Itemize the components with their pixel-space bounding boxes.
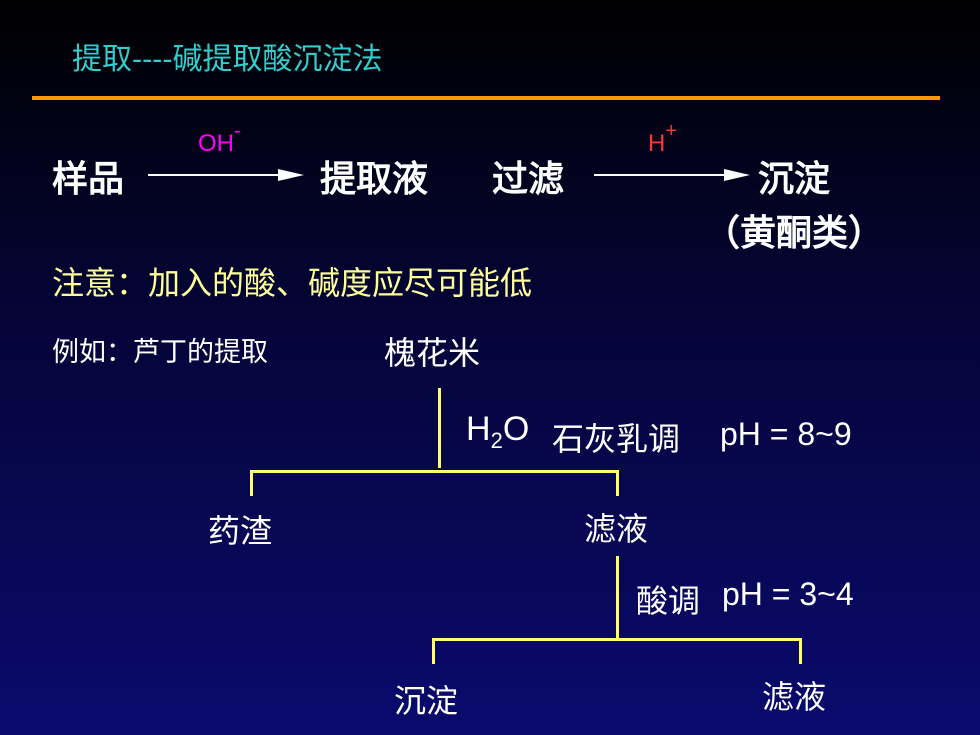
h-superscript: +	[665, 120, 678, 142]
tree-line-v6	[799, 638, 802, 664]
slide-title: 提取----碱提取酸沉淀法	[72, 42, 383, 77]
tree-line-v3	[616, 470, 619, 496]
flow-extract: 提取液	[320, 158, 429, 200]
h-text: H	[648, 130, 666, 157]
note-text: 注意：加入的酸、碱度应尽可能低	[52, 264, 533, 302]
filtrate2-label: 滤液	[762, 678, 827, 716]
step2-ph: pH = 3~4	[722, 576, 854, 612]
tree-line-v5	[432, 638, 435, 664]
flow-sample: 样品	[52, 158, 125, 200]
example-source: 槐花米	[384, 334, 481, 372]
step1-ph: pH = 8~9	[720, 416, 852, 452]
arrow-2	[594, 169, 750, 181]
tree-line-v2	[250, 470, 253, 496]
tree-line-h1	[250, 470, 619, 473]
flow-reagent-oh: OH-	[198, 120, 241, 158]
tree-line-v1	[438, 388, 441, 468]
example-label: 例如：芦丁的提取	[52, 337, 268, 368]
title-divider	[32, 96, 940, 100]
step2-reagent: 酸调	[636, 582, 701, 620]
tree-line-h2	[432, 638, 802, 641]
water-subscript: 2	[490, 428, 503, 453]
precipitate-label: 沉淀	[394, 682, 459, 720]
residue-label: 药渣	[208, 512, 273, 550]
arrow-1	[148, 169, 304, 181]
flow-reagent-h: H+	[648, 120, 677, 158]
tree-line-v4	[616, 556, 619, 638]
step1-reagent: 石灰乳调	[552, 420, 681, 458]
flow-precipitate: 沉淀	[758, 158, 831, 200]
filtrate1-label: 滤液	[584, 510, 649, 548]
step1-water: H2O	[466, 410, 530, 453]
flow-precipitate-note: （黄酮类）	[704, 212, 885, 254]
flow-filter: 过滤	[492, 158, 565, 200]
water-h: H	[466, 410, 491, 448]
oh-superscript: -	[234, 120, 241, 142]
oh-text: OH	[198, 130, 234, 157]
water-o: O	[502, 410, 530, 448]
